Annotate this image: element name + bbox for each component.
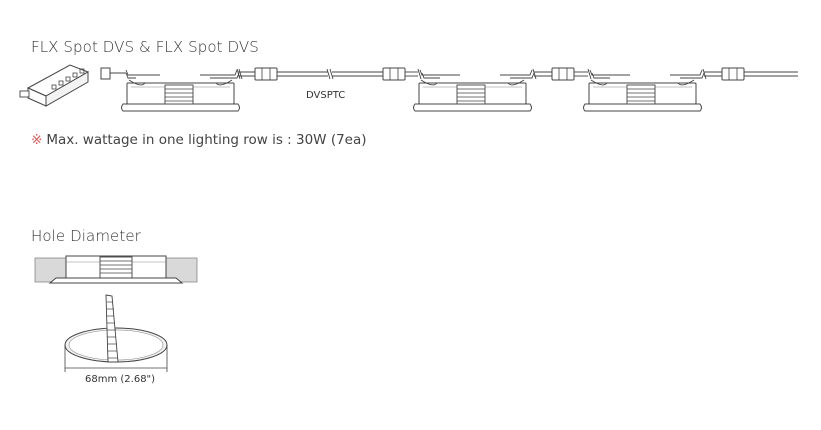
connector-icon xyxy=(551,67,575,81)
hole-diameter-diagram: 68mm (2.68") xyxy=(34,255,198,385)
connector-icon xyxy=(254,67,278,81)
junction-box-icon xyxy=(19,64,90,107)
spot-light-icon xyxy=(121,79,240,112)
hole-diameter-title: Hole Diameter xyxy=(31,227,141,245)
spot-light-icon xyxy=(413,79,532,112)
hole-dimension-label: 68mm (2.68") xyxy=(85,374,155,385)
end-plug-icon xyxy=(100,67,111,80)
note-mark: ※ xyxy=(31,132,43,148)
spot-light-icon xyxy=(583,79,702,112)
connector-icon xyxy=(382,67,406,81)
max-wattage-note: ※Max. wattage in one lighting row is : 3… xyxy=(31,132,367,148)
note-text: Max. wattage in one lighting row is : 30… xyxy=(46,132,367,148)
connector-icon xyxy=(721,67,745,81)
cable-lines xyxy=(125,68,798,80)
wiring-title: FLX Spot DVS & FLX Spot DVS xyxy=(31,38,259,56)
cable-label: DVSPTC xyxy=(306,90,345,101)
